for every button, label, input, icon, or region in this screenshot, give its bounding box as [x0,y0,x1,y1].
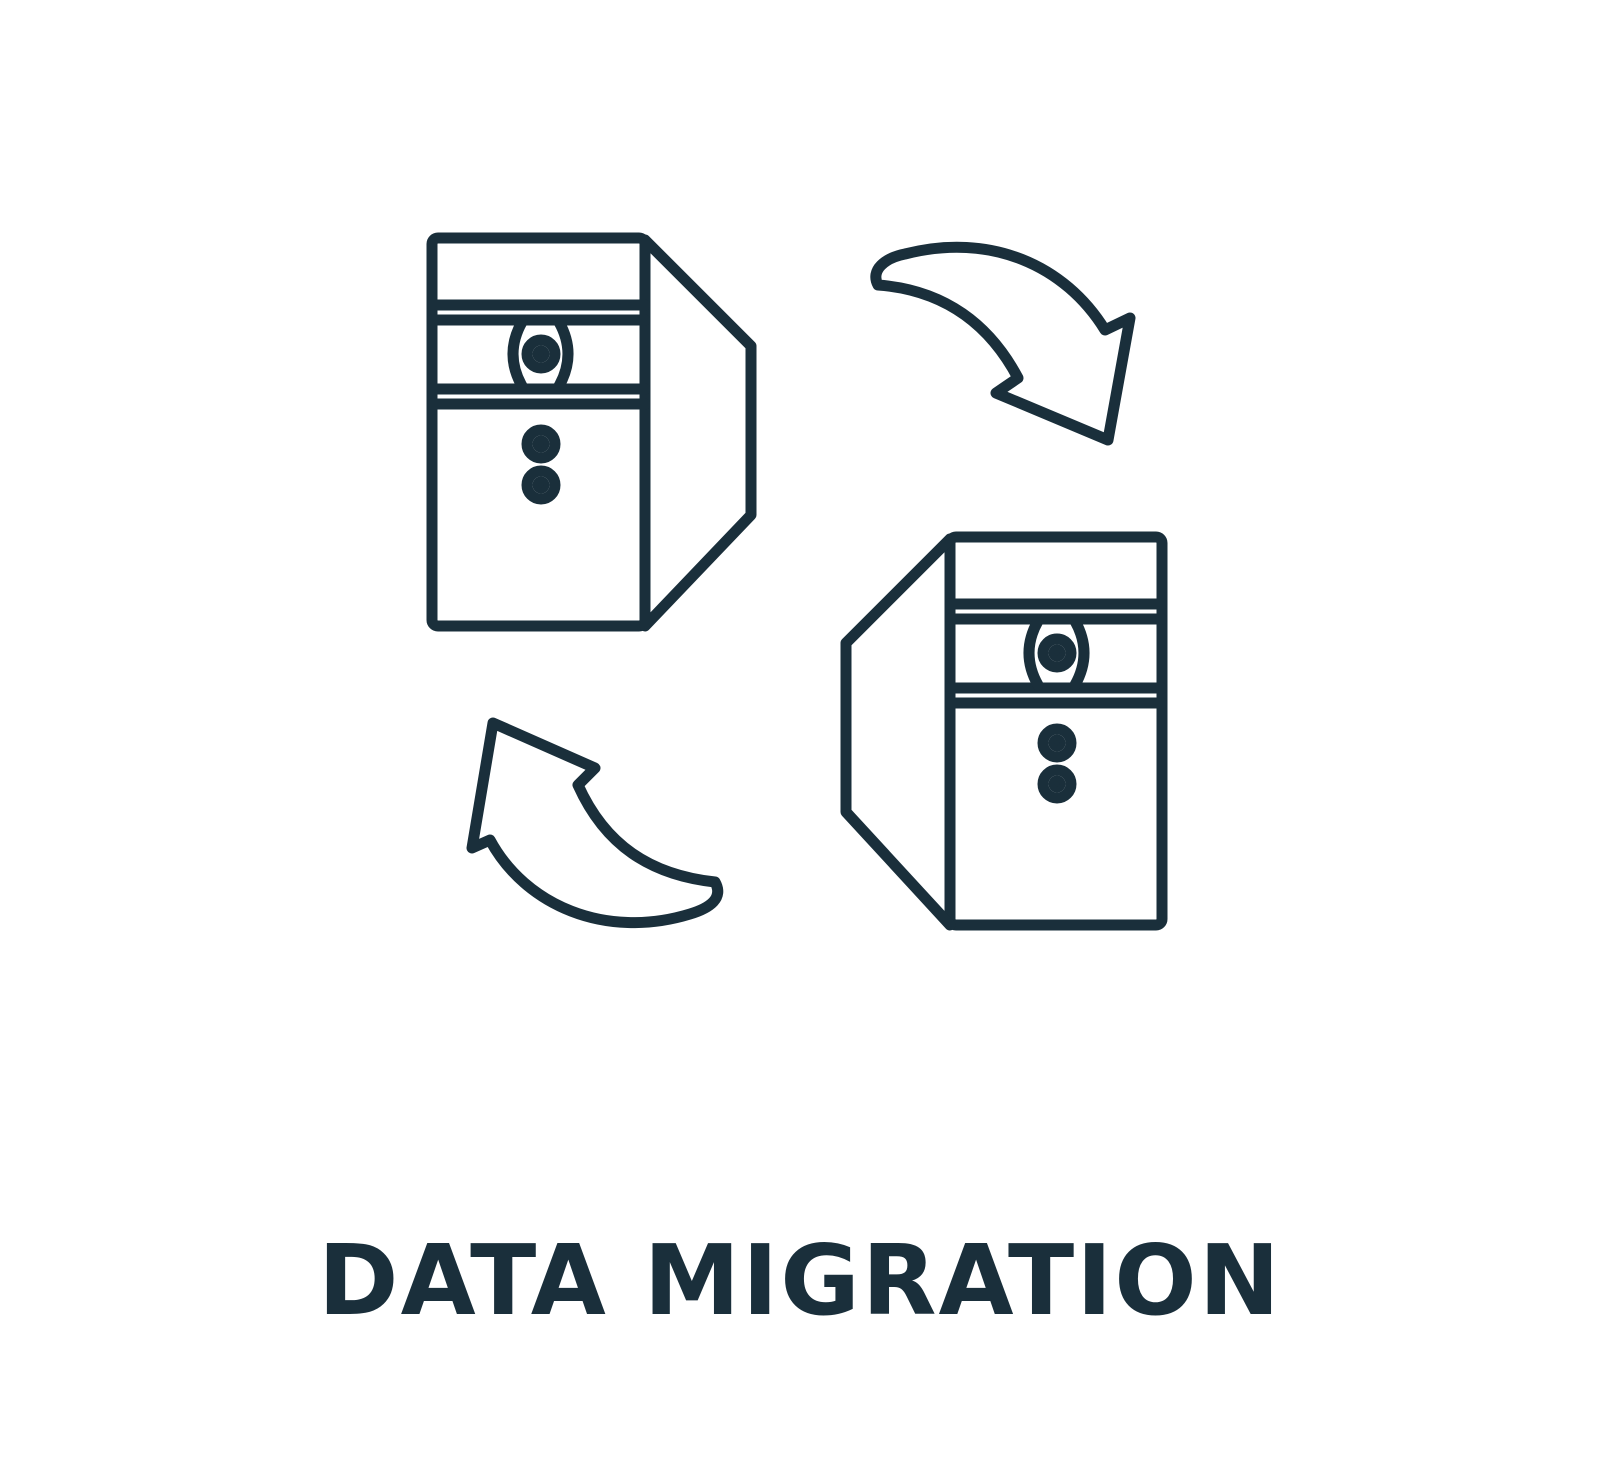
curved-arrow-icon [466,717,724,929]
caption-title: DATA MIGRATION [318,1224,1282,1337]
curved-arrow-icon [870,241,1136,446]
server-tower-icon [840,531,1168,931]
server-tower-icon [426,232,757,632]
